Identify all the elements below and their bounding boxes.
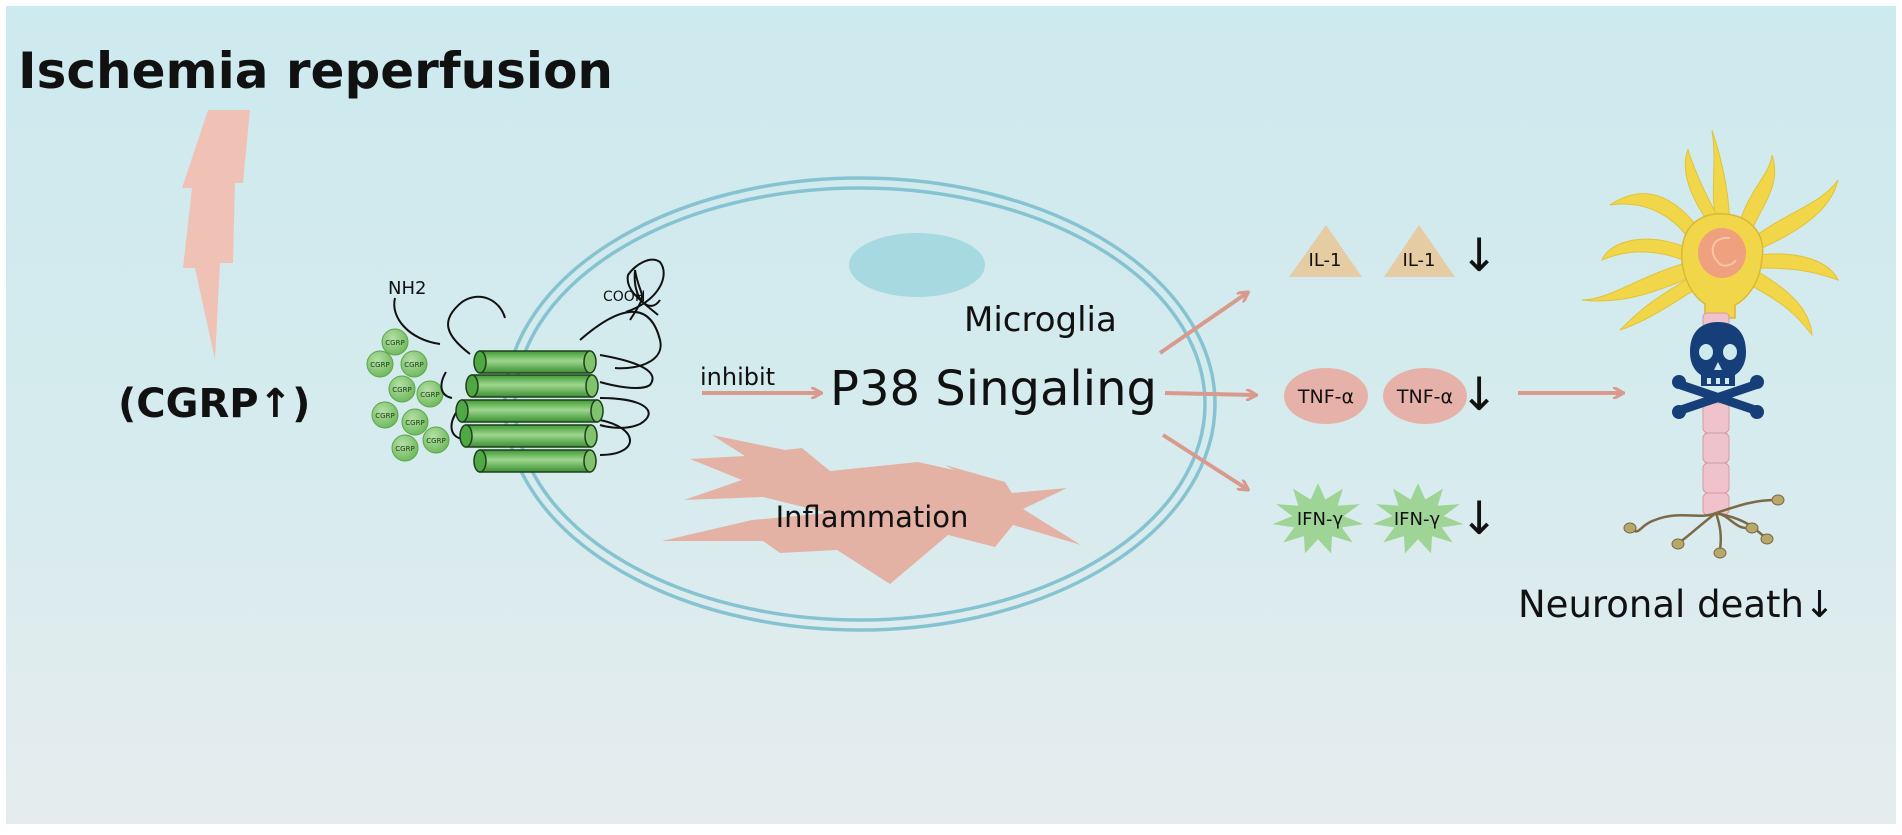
cgrp-ligand-label: CGRP: [385, 339, 404, 347]
cgrp-ligand-label: CGRP: [405, 419, 424, 427]
title: Ischemia reperfusion: [18, 42, 613, 100]
receptor-helix: [465, 374, 599, 398]
inflammation-burst-icon: [662, 435, 1081, 584]
cgrp-ligand-label: CGRP: [375, 412, 394, 420]
ifn-star-icon: [1272, 483, 1364, 554]
receptor-helix: [459, 424, 598, 448]
lightning-bolt-icon: [182, 110, 250, 360]
microglia-label: Microglia: [964, 300, 1117, 340]
cgrp-ligand-label: CGRP: [426, 437, 445, 445]
cgrp-label: (CGRP↑): [118, 381, 310, 427]
cgrp-ligand-ball: [401, 408, 429, 436]
receptor-helix: [473, 350, 597, 374]
skull-icon: [1672, 322, 1764, 419]
cgrp-ligand-ball: [381, 328, 409, 356]
il1-triangle-2: [1384, 225, 1455, 277]
ifn-label-1: IFN-γ: [1297, 509, 1344, 530]
il1-triangle-1: [1289, 225, 1362, 277]
ifn-stars: [1272, 483, 1464, 554]
il1-label-1: IL-1: [1309, 250, 1342, 271]
tnf-label-1: TNF-α: [1297, 386, 1354, 408]
tnf-ellipse-2: [1383, 368, 1467, 424]
neuronal-death-label: Neuronal death↓: [1518, 583, 1835, 626]
p38-label: P38 Singaling: [830, 361, 1157, 417]
neuron-icon: [1581, 129, 1839, 559]
receptor-helix: [473, 449, 597, 473]
nucleus: [849, 233, 985, 297]
cooh-label: COOH: [603, 289, 645, 305]
cgrp-ligand-ball: [366, 350, 394, 378]
cgrp-ligand-ball: [422, 426, 450, 454]
tnf-ellipse-1: [1284, 368, 1368, 424]
cgrp-ligand-ball: [371, 401, 399, 429]
arrow-to-tnf: [1164, 393, 1255, 395]
cgrp-ligand-label: CGRP: [420, 391, 439, 399]
tnf-down-arrow: ↓: [1460, 367, 1499, 421]
nh2-label: NH2: [388, 278, 426, 299]
receptor-icon: [455, 350, 604, 473]
inhibit-label: inhibit: [700, 363, 775, 391]
ifn-star-icon: [1372, 483, 1464, 554]
receptor-loops: [393, 258, 665, 456]
il1-down-arrow: ↓: [1460, 228, 1499, 282]
cgrp-ligand-ball: [400, 350, 428, 378]
cgrp-ligand-ball: [391, 434, 419, 462]
cgrp-ligand-ball: [388, 375, 416, 403]
cgrp-ligand-label: CGRP: [392, 386, 411, 394]
background-panel: [6, 6, 1896, 824]
tnf-label-2: TNF-α: [1396, 386, 1453, 408]
ifn-label-2: IFN-γ: [1394, 509, 1441, 530]
receptor-helix: [455, 399, 604, 423]
cgrp-ligand-label: CGRP: [370, 361, 389, 369]
arrow-to-il1: [1158, 293, 1247, 355]
ifn-down-arrow: ↓: [1460, 491, 1499, 545]
inflammation-label: Inflammation: [776, 500, 969, 534]
arrow-to-ifn: [1161, 433, 1247, 489]
cgrp-ligand-label: CGRP: [395, 445, 414, 453]
cgrp-ligand-cluster: CGRP CGRP CGRP CGRP CGRP CGRP CGRP CGRP CGRP: [366, 328, 450, 462]
cgrp-ligand-label: CGRP: [404, 361, 423, 369]
il1-label-2: IL-1: [1403, 250, 1436, 271]
